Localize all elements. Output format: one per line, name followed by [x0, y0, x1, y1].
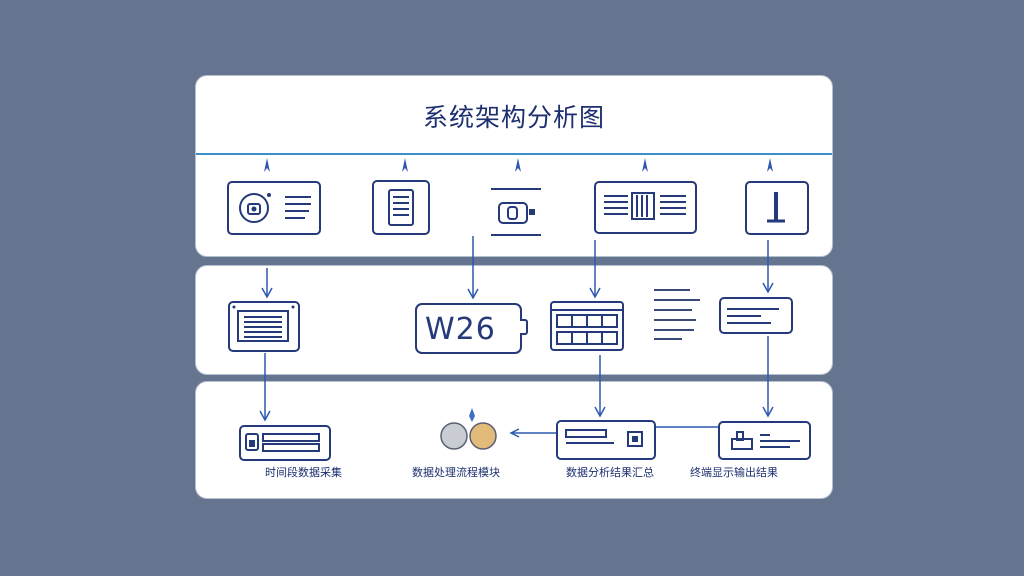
display-panel-icon[interactable]	[228, 301, 300, 352]
input-bar-icon[interactable]	[239, 425, 331, 461]
diagram-title: 系统架构分析图	[422, 103, 605, 132]
text-list-icon	[652, 286, 712, 342]
form-field-icon[interactable]	[719, 297, 793, 334]
barcode-card-icon[interactable]	[594, 181, 697, 234]
module-label: W26	[425, 312, 496, 347]
camera-card-icon[interactable]	[227, 181, 321, 235]
result-card-icon[interactable]	[556, 420, 656, 460]
document-icon[interactable]	[372, 180, 430, 235]
device-icon[interactable]	[491, 187, 551, 237]
module-connector	[520, 319, 528, 335]
output-card-icon[interactable]	[718, 421, 811, 460]
title-bar: 系统架构分析图	[196, 76, 832, 155]
server-rack-icon[interactable]	[549, 300, 625, 352]
status-circles	[440, 406, 500, 454]
caption-2: 数据处理流程模块	[412, 466, 500, 479]
caption-4: 终端显示输出结果	[690, 466, 778, 479]
terminal-icon[interactable]	[745, 181, 809, 235]
caption-1: 时间段数据采集	[265, 466, 342, 479]
module-w26-box[interactable]: W26	[415, 303, 522, 354]
caption-3: 数据分析结果汇总	[566, 466, 654, 479]
